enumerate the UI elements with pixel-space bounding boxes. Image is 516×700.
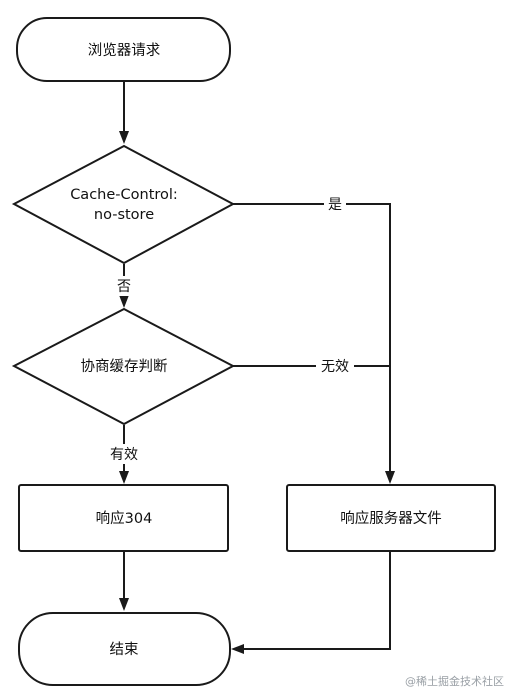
arrowhead-icon (119, 471, 129, 484)
watermark: @稀土掘金技术社区 (405, 674, 504, 688)
arrowhead-icon (385, 471, 395, 484)
negotiate-cache-decision-label: 协商缓存判断 (81, 358, 168, 375)
arrowhead-icon (231, 644, 244, 654)
end-node (18, 612, 231, 686)
resp-304-node-label: 响应304 (96, 509, 153, 527)
end-node-label: 结束 (110, 641, 139, 658)
edge-no-store-to-resp-file (233, 203, 391, 472)
negotiate-cache-decision (11, 307, 236, 426)
arrowhead-icon (119, 598, 129, 611)
start-node-label: 浏览器请求 (88, 42, 161, 59)
resp-304-node (18, 484, 229, 552)
edge-label-invalid: 无效 (321, 359, 349, 375)
arrowhead-icon (119, 131, 129, 144)
edge-resp-file-to-end (243, 551, 391, 650)
edge-label-no: 否 (117, 279, 131, 295)
start-node (16, 17, 231, 82)
no-store-decision (11, 144, 236, 265)
resp-file-node (286, 484, 496, 552)
edge-label-yes: 是 (328, 197, 342, 213)
no-store-decision-label-line2: no-store (94, 207, 154, 223)
no-store-decision-label-line1: Cache-Control: (70, 187, 178, 203)
edge-label-valid: 有效 (110, 447, 138, 463)
arrowhead-icon (119, 295, 129, 308)
resp-file-node-label: 响应服务器文件 (340, 509, 442, 527)
